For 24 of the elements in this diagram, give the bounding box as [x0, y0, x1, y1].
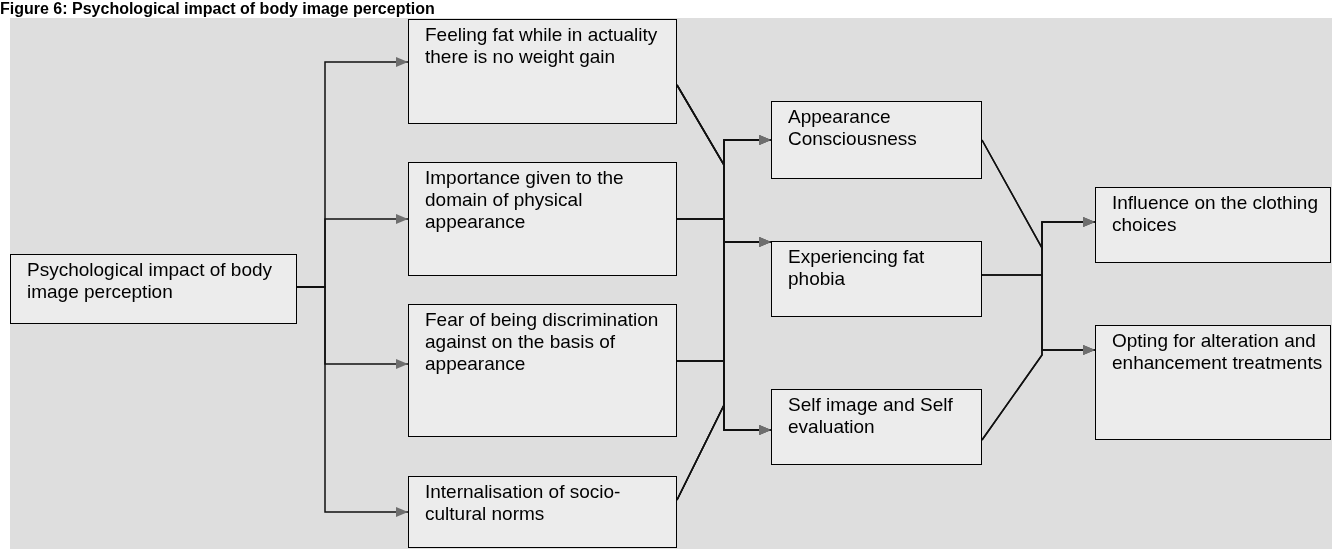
box-label: Importance given to the domain of physical appearance	[425, 167, 625, 233]
process-box	[408, 304, 677, 437]
box-label: Experiencing fat phobia	[788, 246, 926, 290]
box-label: Fear of being discrimination against on the basis of appearance	[425, 309, 660, 375]
connector-arrow	[676, 404, 772, 501]
process-box	[10, 254, 297, 324]
box-label: Psychological impact of body image perception	[27, 259, 273, 303]
box-label: Appearance Consciousness	[788, 106, 918, 150]
box-label: Influence on the clothing choices	[1112, 192, 1319, 236]
connector-arrow	[981, 345, 1096, 441]
process-box	[771, 389, 982, 465]
process-box	[1095, 325, 1331, 440]
process-box	[771, 101, 982, 179]
process-box	[1095, 187, 1331, 263]
box-label: Feeling fat while in actuality there is no weight gain	[425, 24, 659, 68]
box-label: Self image and Self evaluation	[788, 394, 954, 438]
process-box	[408, 19, 677, 124]
box-label: Opting for alteration and enhancement treatments	[1112, 330, 1324, 374]
process-box	[408, 476, 677, 548]
box-label: Internalisation of socio-cultural norms	[425, 481, 622, 525]
process-box	[408, 162, 677, 276]
connector-arrow	[296, 286, 409, 517]
process-box	[771, 241, 982, 317]
figure-title: Figure 6: Psychological impact of body image perception	[0, 0, 435, 18]
